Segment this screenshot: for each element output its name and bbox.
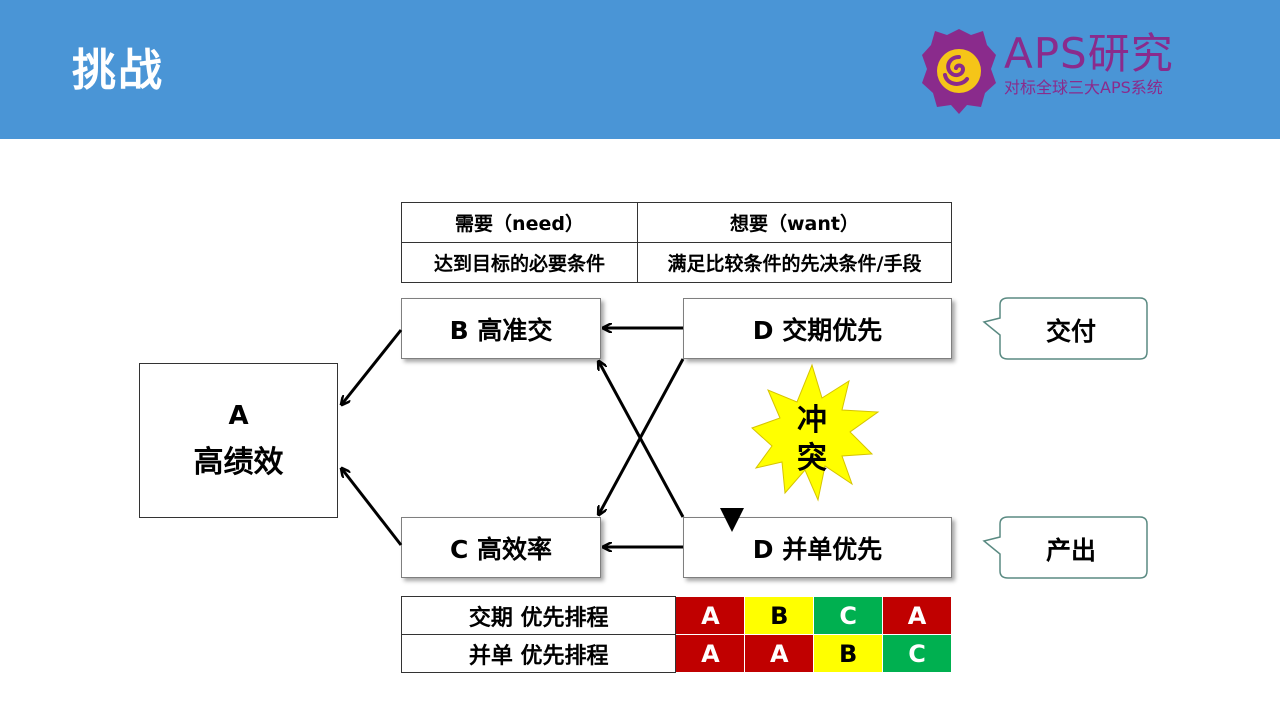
node-a-name: 高绩效 xyxy=(193,444,284,480)
node-b-on-time: B 高准交 xyxy=(401,298,601,359)
header-bar xyxy=(0,0,1280,139)
schedule-row-label: 并单 优先排程 xyxy=(400,634,677,673)
conflict-burst xyxy=(751,363,880,502)
schedule-cell: B xyxy=(813,634,884,673)
callout-output-shape xyxy=(982,516,1148,579)
want-description: 满足比较条件的先决条件/手段 xyxy=(637,242,952,283)
node-a-high-performance: A 高绩效 xyxy=(139,363,338,518)
need-want-table: 需要（need） 想要（want） 达到目标的必要条件 满足比较条件的先决条件/… xyxy=(401,202,952,283)
node-c-efficiency: C 高效率 xyxy=(401,517,601,578)
page-title: 挑战 xyxy=(72,45,164,96)
schedule-cell: A xyxy=(675,596,746,635)
conflict-label: 冲 突 xyxy=(794,402,830,478)
schedule-cell: A xyxy=(744,634,815,673)
marker-triangle xyxy=(720,508,744,532)
callout-delivery-shape xyxy=(982,297,1148,360)
need-header: 需要（need） xyxy=(401,202,638,243)
node-a-letter: A xyxy=(228,400,249,431)
node-d-due-date-first: D 交期优先 xyxy=(683,298,952,359)
arrow-c-to-a xyxy=(342,469,403,546)
schedule-row-label: 交期 优先排程 xyxy=(400,596,677,635)
logo-name: APS研究 xyxy=(1004,29,1174,78)
callout-delivery: 交付 xyxy=(1046,317,1097,346)
schedule-cell: C xyxy=(813,596,884,635)
conflict-line-1: 冲 xyxy=(797,403,827,438)
arrow-d-bottom-to-b xyxy=(599,362,685,518)
aps-logo-icon xyxy=(922,29,996,114)
logo-slogan: 对标全球三大APS系统 xyxy=(1004,78,1163,97)
schedule-cell: A xyxy=(882,596,952,635)
schedule-cell: C xyxy=(882,634,952,673)
arrow-b-to-a xyxy=(342,329,403,404)
node-d-batch-first: D 并单优先 xyxy=(683,517,952,578)
callout-output: 产出 xyxy=(1046,536,1097,565)
conflict-line-2: 突 xyxy=(797,441,827,476)
need-description: 达到目标的必要条件 xyxy=(401,242,638,283)
schedule-cell: A xyxy=(675,634,746,673)
schedule-cell: B xyxy=(744,596,815,635)
